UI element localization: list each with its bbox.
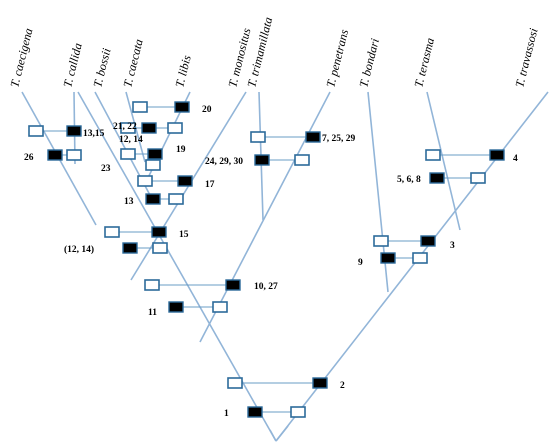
closed-box bbox=[145, 193, 161, 205]
closed-box bbox=[420, 235, 436, 247]
closed-box bbox=[312, 377, 328, 389]
taxon-label: T. bondari bbox=[356, 37, 382, 89]
char-label-21-22: 21, 22 bbox=[113, 122, 137, 132]
open-box bbox=[470, 172, 486, 184]
char-label-19: 19 bbox=[176, 145, 186, 155]
closed-box bbox=[122, 242, 138, 254]
closed-box bbox=[174, 101, 190, 113]
char-label-15: 15 bbox=[179, 230, 189, 240]
open-box bbox=[373, 235, 389, 247]
open-box bbox=[227, 377, 243, 389]
char-label-10-27: 10, 27 bbox=[254, 282, 278, 292]
open-box bbox=[104, 226, 120, 238]
closed-box bbox=[177, 175, 193, 187]
taxon-label: T. penetrans bbox=[323, 28, 351, 89]
taxon-label: T. bossii bbox=[90, 47, 113, 89]
open-box bbox=[168, 193, 184, 205]
taxon-label: T. callida bbox=[60, 42, 85, 89]
closed-box bbox=[254, 154, 270, 166]
char-label-26: 26 bbox=[24, 153, 34, 163]
branches bbox=[21, 91, 549, 442]
char-label-7-25-29: 7, 25, 29 bbox=[322, 134, 356, 144]
char-label-9: 9 bbox=[358, 258, 363, 268]
taxon-label: T. travassosi bbox=[512, 27, 540, 89]
closed-box bbox=[429, 172, 445, 184]
open-box bbox=[145, 159, 161, 171]
closed-box bbox=[225, 279, 241, 291]
closed-box bbox=[66, 125, 82, 137]
char-label-12-14-paren: (12, 14) bbox=[64, 244, 94, 255]
open-box bbox=[425, 149, 441, 161]
char-label-23: 23 bbox=[101, 164, 111, 174]
closed-box bbox=[247, 406, 263, 418]
open-box bbox=[132, 101, 148, 113]
char-label-13-15: 13,15 bbox=[83, 129, 105, 139]
char-label-5-6-8: 5, 6, 8 bbox=[397, 175, 421, 185]
closed-box bbox=[380, 252, 396, 264]
branch-terasma bbox=[426, 91, 461, 231]
taxon-label: T. libis bbox=[172, 54, 194, 89]
char-label-13: 13 bbox=[124, 197, 134, 207]
char-label-24-29-30: 24, 29, 30 bbox=[205, 157, 243, 167]
char-label-2: 2 bbox=[340, 381, 345, 391]
char-label-12-14: 12, 14 bbox=[119, 135, 143, 145]
open-box bbox=[212, 301, 228, 313]
char-label-3: 3 bbox=[450, 241, 455, 251]
closed-box bbox=[47, 149, 63, 161]
open-box bbox=[152, 242, 168, 254]
open-box bbox=[137, 175, 153, 187]
char-label-4: 4 bbox=[513, 154, 518, 164]
open-box bbox=[167, 122, 183, 134]
closed-box bbox=[151, 226, 167, 238]
open-box bbox=[290, 406, 306, 418]
open-box bbox=[412, 252, 428, 264]
taxon-label: T. terasma bbox=[411, 36, 437, 88]
closed-box bbox=[147, 148, 163, 160]
closed-character-boxes bbox=[47, 101, 505, 418]
open-box bbox=[28, 125, 44, 137]
character-labels: 1 2 11 10, 27 (12, 14) 15 13 17 23 19 12… bbox=[24, 105, 518, 419]
char-label-20: 20 bbox=[202, 105, 212, 115]
taxon-label: T. caecata bbox=[120, 38, 145, 89]
taxon-label: T. trimamillata bbox=[244, 16, 275, 89]
open-box bbox=[250, 131, 266, 143]
open-box bbox=[144, 279, 160, 291]
open-box bbox=[120, 148, 136, 160]
open-box bbox=[294, 154, 310, 166]
closed-box bbox=[305, 131, 321, 143]
char-label-11: 11 bbox=[148, 308, 157, 318]
closed-box bbox=[141, 122, 157, 134]
open-box bbox=[120, 122, 136, 134]
taxon-labels: T. caecigena T. callida T. bossii T. cae… bbox=[7, 16, 540, 89]
char-label-1: 1 bbox=[224, 409, 229, 419]
closed-box bbox=[489, 149, 505, 161]
open-character-boxes bbox=[28, 101, 486, 418]
open-box bbox=[66, 149, 82, 161]
connectors bbox=[36, 106, 497, 413]
char-label-17: 17 bbox=[205, 180, 215, 190]
taxon-label: T. caecigena bbox=[7, 27, 35, 89]
closed-box bbox=[168, 301, 184, 313]
